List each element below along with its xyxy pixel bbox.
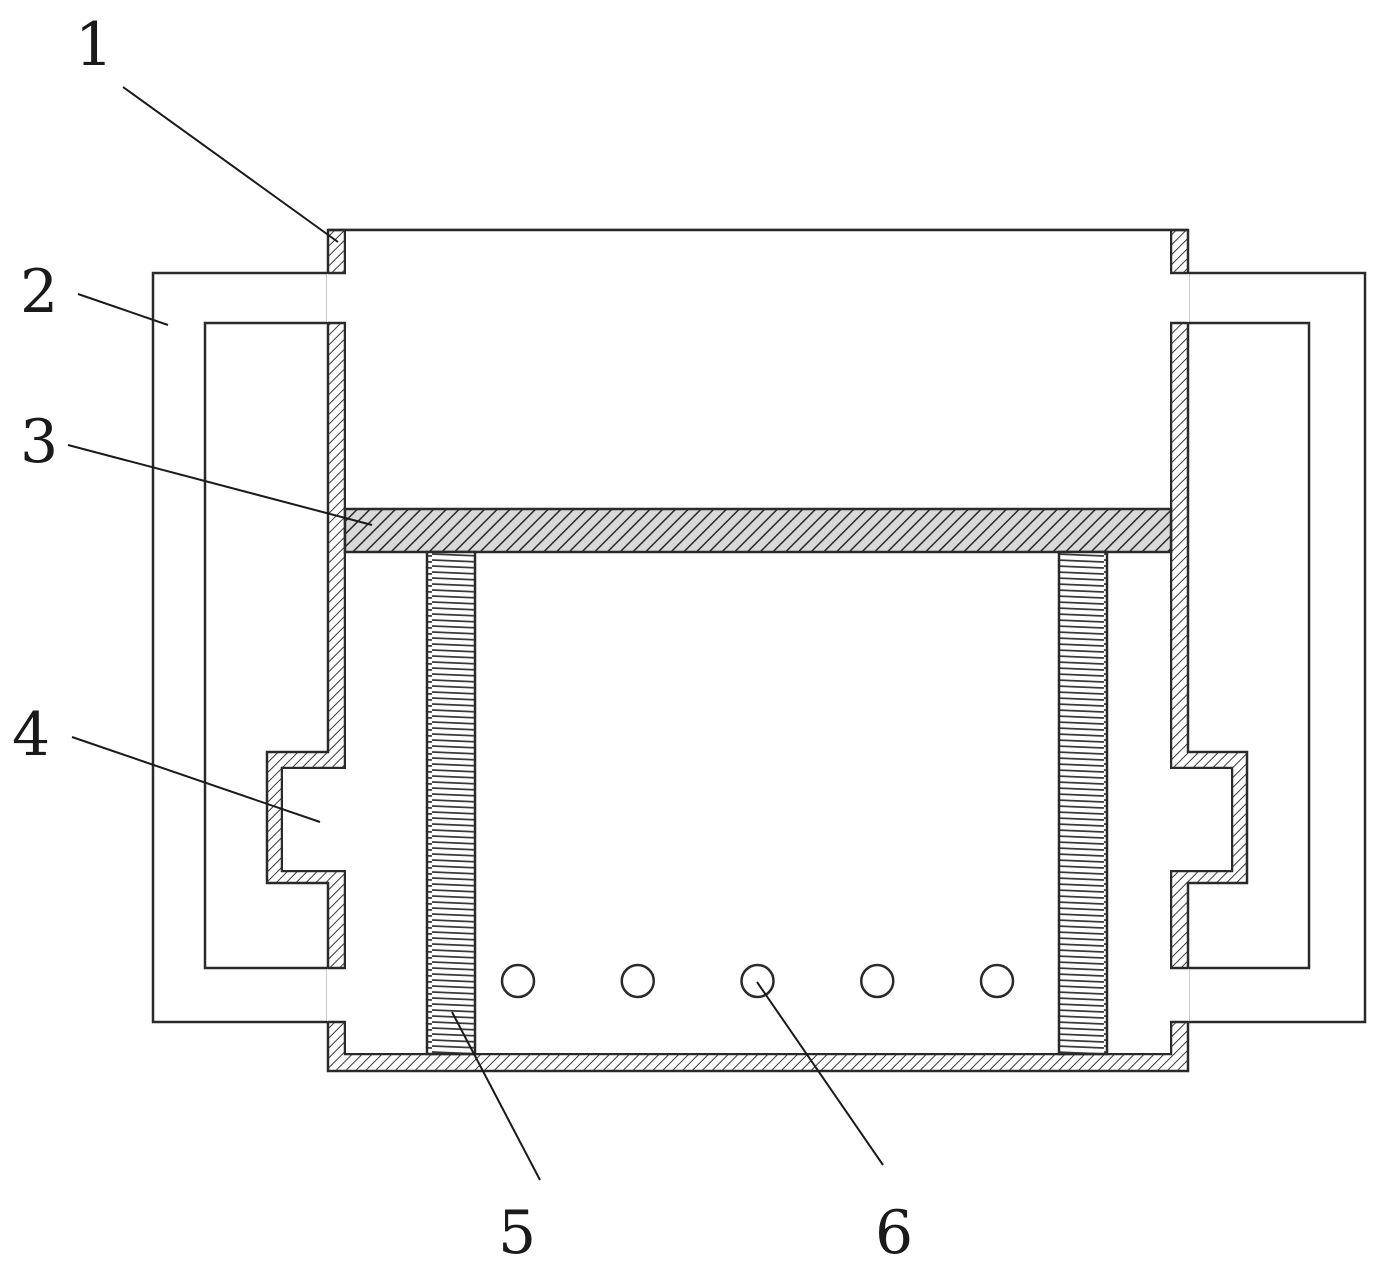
right-handle-top-joint	[1169, 274, 1189, 322]
right-handle-bottom-joint	[1169, 969, 1189, 1021]
vent-holes	[500, 963, 1015, 999]
left-handle-top-joint	[327, 274, 347, 322]
label-3: 3	[20, 407, 58, 477]
leader-6	[756, 981, 884, 1166]
left-handle	[151, 271, 347, 1024]
vent-hole	[620, 963, 655, 999]
label-1: 1	[75, 10, 113, 80]
leader-2	[77, 293, 169, 326]
leader-3	[67, 444, 373, 526]
vent-hole	[740, 963, 775, 999]
right-handle	[1168, 271, 1367, 1024]
left-spring	[425, 550, 477, 1056]
inner-cavity	[283, 231, 1231, 1053]
label-4: 4	[12, 700, 50, 770]
vent-hole	[860, 963, 895, 999]
left-handle-bottom-joint	[327, 969, 347, 1021]
vent-hole	[500, 963, 536, 999]
pressure-plate	[343, 507, 1173, 554]
leader-1	[122, 86, 339, 243]
label-5: 5	[498, 1198, 536, 1268]
vent-hole	[979, 963, 1015, 999]
container-wall	[265, 228, 1249, 1073]
right-spring	[1057, 550, 1109, 1056]
label-6: 6	[875, 1198, 913, 1268]
leader-4	[71, 736, 321, 823]
leader-5	[451, 1011, 541, 1181]
label-2: 2	[20, 257, 58, 327]
